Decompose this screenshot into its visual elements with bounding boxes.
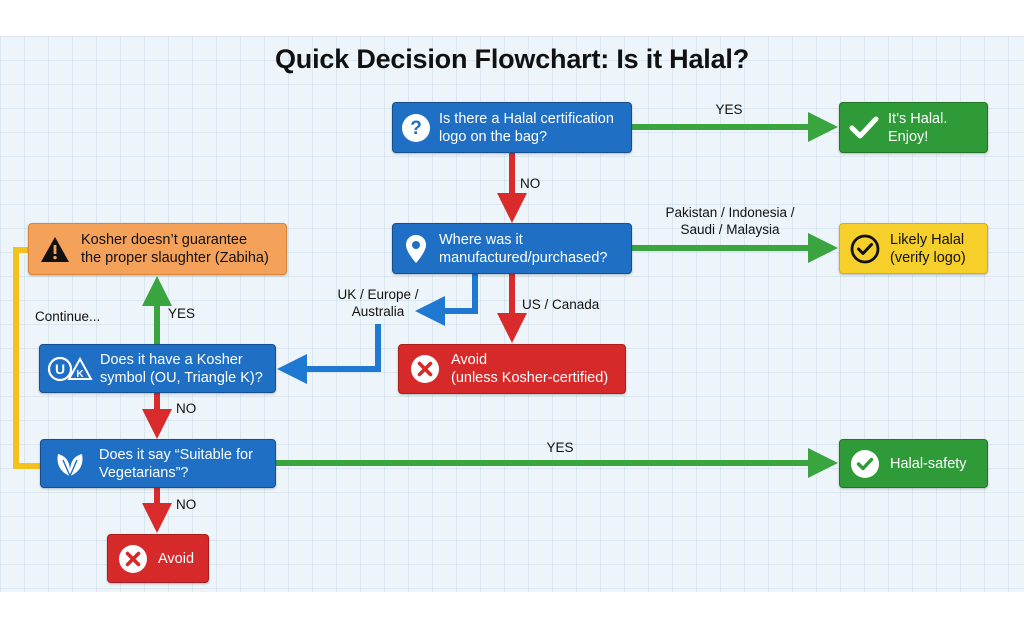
kosher-symbol-icon: U K	[40, 356, 100, 382]
result-halal-safety-text: Halal-safety	[890, 455, 967, 472]
location-pin-icon	[393, 234, 439, 264]
label-logo-yes: YES	[715, 102, 743, 117]
result-halal-safety: Halal-safety	[839, 439, 988, 488]
result-likely-halal: Likely Halal (verify logo)	[839, 223, 988, 274]
check-circle-icon	[840, 449, 890, 479]
x-circle-icon	[399, 354, 451, 384]
warning-kosher-note: Kosher doesn’t guarantee the proper slau…	[28, 223, 287, 275]
question-origin: Where was it manufactured/purchased?	[392, 223, 632, 274]
result-its-halal-text: It’s Halal. Enjoy!	[888, 110, 948, 145]
check-icon	[840, 115, 888, 141]
question-kosher-symbol-text: Does it have a Kosher symbol (OU, Triang…	[100, 351, 263, 386]
result-its-halal: It’s Halal. Enjoy!	[839, 102, 988, 153]
label-logo-no: NO	[520, 176, 541, 191]
arrow-origin-uk	[415, 274, 478, 326]
result-likely-halal-text: Likely Halal (verify logo)	[890, 231, 966, 266]
question-icon: ?	[393, 113, 439, 143]
leaf-icon	[41, 450, 99, 478]
question-vegetarian: Does it say “Suitable for Vegetarians”?	[40, 439, 276, 488]
label-veg-no: NO	[176, 497, 197, 512]
question-vegetarian-text: Does it say “Suitable for Vegetarians”?	[99, 446, 253, 481]
x-circle-icon	[108, 544, 158, 574]
question-halal-logo: ? Is there a Halal certification logo on…	[392, 102, 632, 153]
svg-text:U: U	[55, 361, 65, 377]
label-origin-asia: Pakistan / Indonesia / Saudi / Malaysia	[665, 205, 795, 237]
result-avoid-unless-kosher-text: Avoid (unless Kosher-certified)	[451, 352, 609, 386]
result-avoid: Avoid	[107, 534, 209, 583]
warning-kosher-note-text: Kosher doesn’t guarantee the proper slau…	[81, 232, 269, 266]
question-origin-text: Where was it manufactured/purchased?	[439, 231, 608, 266]
svg-text:K: K	[76, 369, 84, 380]
flowchart-title: Quick Decision Flowchart: Is it Halal?	[274, 44, 749, 74]
continue-connector	[13, 247, 40, 469]
label-origin-us: US / Canada	[522, 297, 600, 312]
svg-text:?: ?	[410, 118, 422, 139]
result-avoid-unless-kosher: Avoid (unless Kosher-certified)	[398, 344, 626, 394]
warning-icon	[29, 236, 81, 263]
label-kosher-no: NO	[176, 401, 197, 416]
check-circle-icon	[840, 234, 890, 264]
label-origin-uk: UK / Europe / Australia	[337, 287, 419, 319]
arrow-uk-to-kosher	[277, 324, 381, 384]
label-veg-yes: YES	[546, 440, 574, 455]
label-kosher-yes: YES	[168, 306, 196, 321]
label-continue: Continue...	[35, 309, 101, 324]
question-halal-logo-text: Is there a Halal certification logo on t…	[439, 110, 614, 145]
question-kosher-symbol: U K Does it have a Kosher symbol (OU, Tr…	[39, 344, 276, 393]
result-avoid-text: Avoid	[158, 550, 195, 567]
